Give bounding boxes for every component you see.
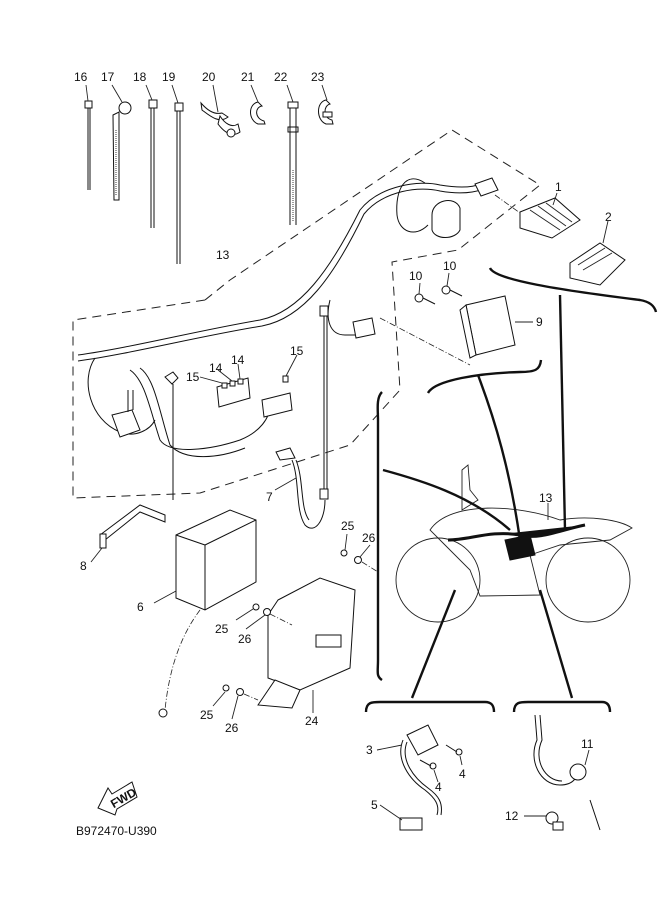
callout-21: 21	[241, 70, 255, 84]
callout-13b: 13	[539, 491, 553, 505]
callout-2: 2	[605, 210, 612, 224]
callout-26a: 26	[362, 531, 376, 545]
pointer-battery	[382, 468, 511, 531]
harness-group-outline	[72, 129, 541, 499]
leader-10b	[446, 272, 450, 287]
relay-leader	[494, 194, 521, 214]
leader-3	[376, 744, 403, 751]
callout-3: 3	[366, 743, 373, 757]
callout-4b: 4	[435, 780, 442, 794]
pointer-relays	[558, 294, 567, 531]
callout-24: 24	[305, 714, 319, 728]
cable-tie-19[interactable]	[174, 102, 184, 264]
callout-6: 6	[137, 600, 144, 614]
battery-cable-7[interactable]	[275, 447, 326, 529]
leader-10a	[418, 282, 421, 295]
pointer-regulator	[476, 374, 522, 541]
cable-tie-18[interactable]	[148, 99, 158, 228]
leader-5	[379, 804, 403, 821]
mount-line-c	[243, 693, 259, 701]
leader-4b	[433, 769, 439, 783]
bolt-washer-set[interactable]	[222, 549, 362, 696]
figure-code: B972470-U390	[76, 824, 157, 838]
clamp-20[interactable]	[200, 101, 241, 138]
relay-bracket	[488, 267, 658, 313]
callout-10b: 10	[443, 259, 457, 273]
bolts-4[interactable]	[419, 744, 463, 770]
coil-bracket	[364, 700, 496, 713]
leader-lines-top	[85, 84, 328, 113]
callout-13: 13	[216, 248, 230, 262]
cable-tie-16[interactable]	[84, 100, 93, 190]
callout-4a: 4	[459, 767, 466, 781]
callout-26b: 26	[238, 632, 252, 646]
fuse-box-right[interactable]	[261, 375, 293, 418]
leader-11	[584, 749, 590, 766]
callout-5: 5	[371, 798, 378, 812]
ignition-coil-3[interactable]	[399, 724, 442, 831]
leader-7	[274, 477, 297, 491]
leader-6	[153, 590, 177, 604]
battery-6[interactable]	[175, 509, 257, 611]
leaders-25-26	[212, 533, 371, 720]
sensor-bracket	[512, 700, 612, 713]
pointer-sensor	[538, 589, 574, 699]
callout-8: 8	[80, 559, 87, 573]
fwd-arrow-icon	[97, 781, 138, 816]
pointer-coil	[410, 589, 457, 699]
relay-1[interactable]	[519, 197, 581, 239]
battery-band-8[interactable]	[99, 504, 166, 549]
mount-line-b	[269, 613, 293, 626]
regulator-mount-line	[379, 317, 471, 366]
rectifier-regulator-9[interactable]	[459, 295, 516, 359]
callout-25a: 25	[341, 519, 355, 533]
callout-14b: 14	[231, 353, 245, 367]
wire-harness-13[interactable]	[77, 177, 499, 500]
callout-20: 20	[202, 70, 216, 84]
ground-terminal	[158, 708, 168, 718]
callout-12: 12	[505, 809, 519, 823]
leader-4a	[459, 755, 463, 766]
callout-7: 7	[266, 490, 273, 504]
band-22[interactable]	[287, 101, 299, 225]
clamp-12[interactable]	[545, 811, 564, 831]
mount-line-a	[361, 561, 379, 573]
callout-23: 23	[311, 70, 325, 84]
leader-1	[552, 192, 558, 206]
callout-15a: 15	[186, 370, 200, 384]
callout-15b: 15	[290, 344, 304, 358]
callout-25c: 25	[200, 708, 214, 722]
callout-22: 22	[274, 70, 288, 84]
callout-26c: 26	[225, 721, 239, 735]
clamp-21[interactable]	[250, 101, 266, 125]
callout-18: 18	[133, 70, 147, 84]
callout-14a: 14	[209, 361, 223, 375]
leader-lines-fuses	[199, 354, 298, 384]
callout-17: 17	[101, 70, 115, 84]
fuse-box-left[interactable]	[216, 377, 251, 408]
callout-11: 11	[581, 737, 594, 751]
leader-8	[90, 547, 103, 563]
callout-9: 9	[536, 315, 543, 329]
callout-labels: 16 17 18 19 20 21 22 23 13 1 2 10 10 9 1…	[74, 70, 612, 823]
bracket-24[interactable]	[257, 577, 356, 709]
regulator-bracket	[426, 359, 543, 394]
callout-10a: 10	[409, 269, 423, 283]
context-bracket	[376, 391, 383, 681]
callout-19: 19	[162, 70, 176, 84]
callout-25b: 25	[215, 622, 229, 636]
sensor-11[interactable]	[533, 714, 601, 831]
leader-2	[602, 220, 609, 244]
clamp-23[interactable]	[318, 99, 334, 125]
motorcycle-silhouette	[395, 464, 633, 623]
relay-2[interactable]	[569, 242, 626, 286]
callout-1: 1	[555, 180, 562, 194]
bolts-10[interactable]	[414, 285, 463, 305]
ground-lead	[164, 609, 201, 711]
cable-tie-clip-17[interactable]	[112, 101, 132, 201]
callout-16: 16	[74, 70, 88, 84]
